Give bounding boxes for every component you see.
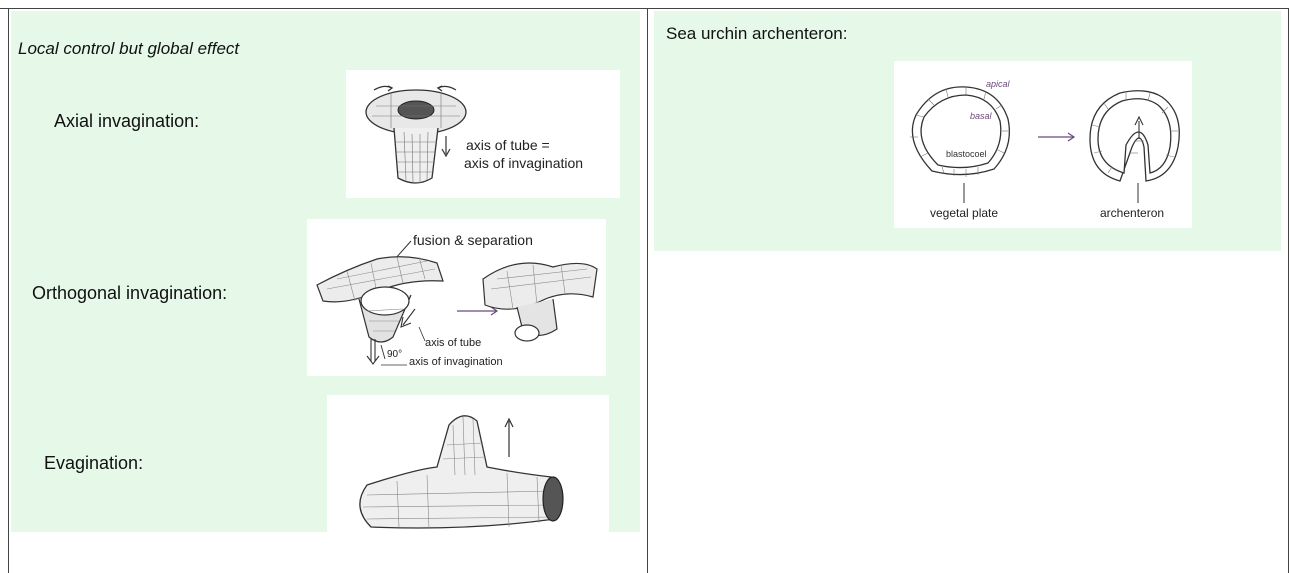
orthogonal-invagination-figure: fusion & separation 90° axis of tube axi… — [307, 219, 606, 376]
orthogonal-invagination-label: Orthogonal invagination: — [32, 283, 227, 304]
evagination-label: Evagination: — [44, 453, 143, 474]
sea-urchin-drawing: apical basal blastocoel vegetal plate ar… — [894, 61, 1192, 228]
table-left-border — [8, 8, 9, 573]
axis-of-invagination-label: axis of invagination — [409, 356, 503, 368]
axial-tube-drawing: axis of tube = axis of invagination — [346, 70, 620, 198]
archenteron-label: archenteron — [1100, 206, 1164, 220]
axial-note-line2: axis of invagination — [464, 155, 583, 171]
evagination-figure — [327, 395, 609, 532]
right-panel-heading: Sea urchin archenteron: — [666, 24, 847, 44]
axial-note-line1: axis of tube = — [466, 137, 550, 153]
fusion-separation-label: fusion & separation — [413, 232, 533, 248]
vegetal-plate-label: vegetal plate — [930, 206, 998, 220]
basal-label: basal — [970, 111, 993, 121]
apical-label: apical — [986, 79, 1011, 89]
angle-90-label: 90° — [387, 349, 402, 360]
axial-invagination-figure: axis of tube = axis of invagination — [346, 70, 620, 198]
blastocoel-label: blastocoel — [946, 149, 987, 159]
left-panel-heading: Local control but global effect — [18, 39, 239, 59]
table-top-border — [0, 8, 1289, 9]
axis-of-tube-label: axis of tube — [425, 337, 481, 349]
column-divider — [647, 8, 648, 573]
sea-urchin-figure: apical basal blastocoel vegetal plate ar… — [894, 61, 1192, 228]
evagination-tube-drawing — [327, 395, 609, 532]
axial-invagination-label: Axial invagination: — [54, 111, 199, 132]
orthogonal-tube-drawing: fusion & separation 90° axis of tube axi… — [307, 219, 606, 376]
